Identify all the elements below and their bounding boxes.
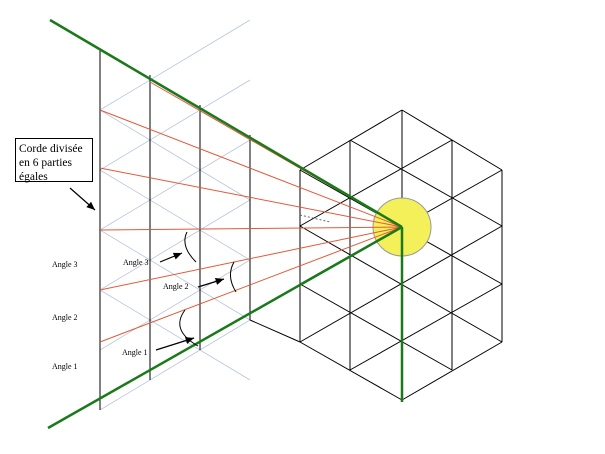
label-left-angle-3: Angle 3 bbox=[52, 260, 78, 269]
callout-line-1: Corde divisée bbox=[19, 143, 83, 155]
faint-grid bbox=[99, 19, 251, 411]
callout-line-2: en 6 parties bbox=[19, 157, 73, 169]
green-boundary bbox=[47, 18, 404, 430]
triangle-grid bbox=[249, 109, 503, 401]
callout-line-3: égales bbox=[19, 171, 48, 183]
dotted-line bbox=[299, 214, 331, 223]
label-arc-angle-2: Angle 2 bbox=[163, 282, 189, 291]
label-arc-angle-1: Angle 1 bbox=[122, 348, 148, 357]
label-arc-angle-3: Angle 3 bbox=[123, 258, 149, 267]
arrows bbox=[69, 187, 225, 351]
light-rays bbox=[99, 81, 403, 343]
callout-box bbox=[15, 138, 93, 182]
label-left-angle-2: Angle 2 bbox=[52, 313, 78, 322]
label-left-angle-1: Angle 1 bbox=[52, 362, 78, 371]
callout-text: Corde divisée en 6 parties égales bbox=[19, 142, 93, 184]
